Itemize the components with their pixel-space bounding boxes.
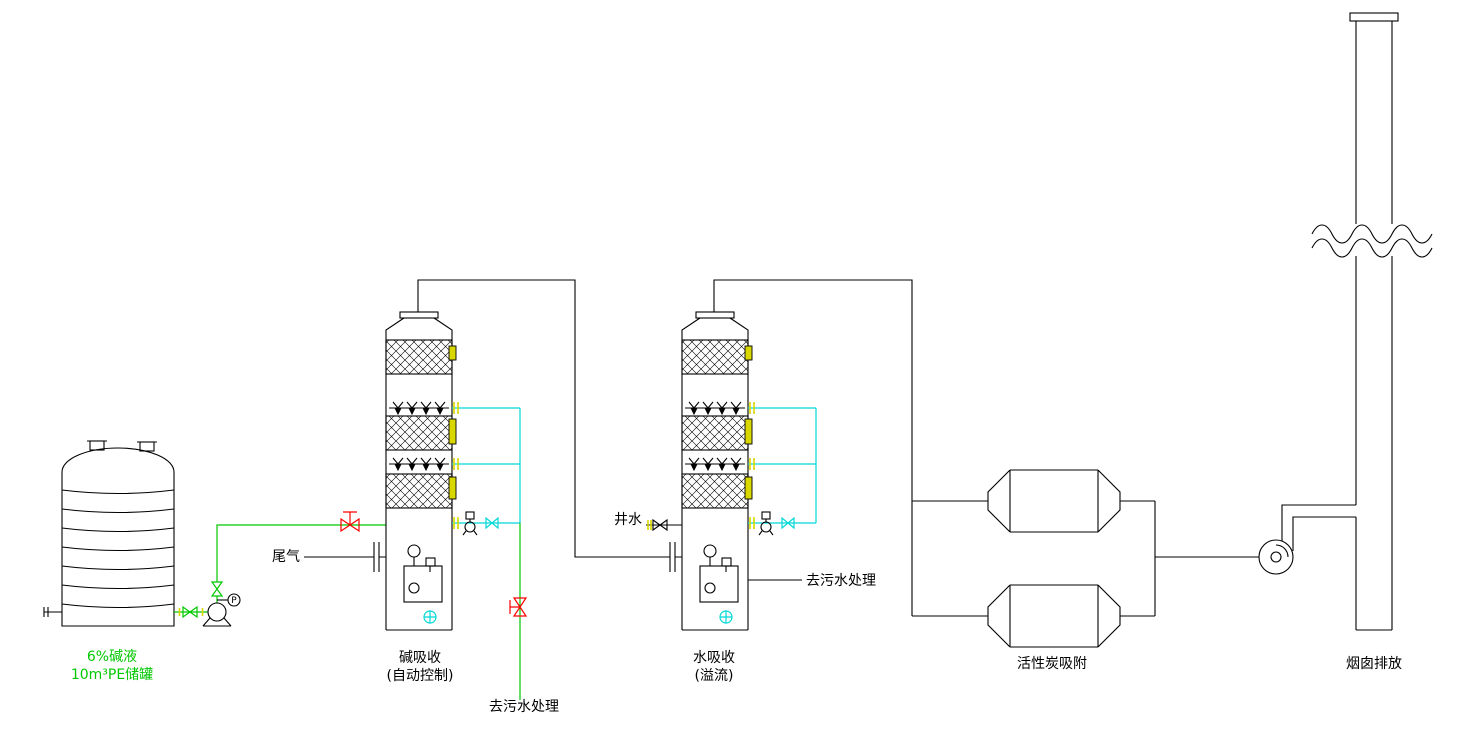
tank-side-stub xyxy=(43,607,62,617)
gauge-letter: P xyxy=(231,596,237,606)
tank-ribs xyxy=(61,489,175,609)
exhaust-fan xyxy=(1258,504,1356,575)
alkali-scrubber-tower xyxy=(373,311,457,631)
well-water-inlet: 井水 xyxy=(614,512,682,532)
fan-discharge-duct xyxy=(1281,504,1356,551)
alkali-feed-line xyxy=(174,524,386,613)
tower2-label-mode: (溢流) xyxy=(695,668,734,684)
valve-flange-ticks xyxy=(647,520,652,530)
gas-duct xyxy=(713,279,988,617)
adsorber-vessel xyxy=(987,584,1121,648)
chimney-label: 烟囱排放 xyxy=(1346,656,1402,672)
tower2-label-name: 水吸收 xyxy=(693,650,735,666)
overflow-line: 去污水处理 xyxy=(748,573,876,589)
tank-shell xyxy=(61,447,175,627)
carbon-label: 活性炭吸附 xyxy=(1017,656,1087,672)
fan-casing xyxy=(1258,539,1294,575)
chimney-walls xyxy=(1355,21,1393,631)
tail-gas-inlet: 尾气 xyxy=(272,549,374,565)
chimney xyxy=(1349,12,1399,631)
fan-hub xyxy=(1270,551,1282,563)
tank-label-line1: 6%碱液 xyxy=(87,649,137,665)
valve-body xyxy=(509,597,528,617)
chimney-top-flange xyxy=(1349,12,1399,22)
well-water-valve xyxy=(652,518,668,532)
tower-body xyxy=(373,311,457,631)
storage-tank xyxy=(43,440,175,627)
tank-nozzle xyxy=(139,441,155,452)
feed-control-valve xyxy=(340,511,360,533)
manifold-pipe xyxy=(1120,500,1259,617)
gas-duct-tower2-carbon xyxy=(713,279,988,617)
recirculation-loop xyxy=(747,401,817,536)
tail-gas-label: 尾气 xyxy=(272,549,300,565)
well-water-label: 井水 xyxy=(614,512,642,528)
alkali-tower-recirculation xyxy=(451,401,521,536)
break-wave xyxy=(1311,238,1433,258)
tower1-label-name: 碱吸收 xyxy=(399,650,441,666)
activated-carbon-adsorber-2 xyxy=(987,584,1121,648)
gas-duct-tower1-tower2 xyxy=(417,279,670,558)
valve-body xyxy=(340,511,360,533)
tower-body xyxy=(669,311,753,631)
pressure-gauge: P xyxy=(217,593,241,607)
valve-body xyxy=(210,581,224,597)
overflow-label: 去污水处理 xyxy=(806,573,876,589)
gas-duct xyxy=(417,279,670,558)
water-scrubber-tower xyxy=(669,311,753,631)
alkali-feed-pipe xyxy=(174,524,386,613)
activated-carbon-adsorber-1 xyxy=(987,469,1121,533)
tower1-label-mode: (自动控制) xyxy=(387,668,454,684)
feed-pump xyxy=(202,602,232,627)
gauge-dial xyxy=(227,593,241,607)
fan-volute xyxy=(1275,544,1289,558)
adsorber-vessel xyxy=(987,469,1121,533)
pump-discharge-valve xyxy=(210,581,224,597)
drain-valve xyxy=(509,597,528,617)
water-tower-recirculation xyxy=(747,401,817,536)
drain-bottom-label: 去污水处理 xyxy=(489,699,559,715)
carbon-outlet-manifold xyxy=(1120,500,1259,617)
break-wave xyxy=(1311,224,1433,244)
recirculation-loop xyxy=(451,401,521,536)
valve-flange-ticks xyxy=(178,608,204,616)
valve-body xyxy=(182,605,198,619)
tank-outlet-valve xyxy=(178,605,204,619)
pump-base xyxy=(202,617,232,627)
pump-casing xyxy=(207,602,227,622)
tank-label-line2: 10m³PE储罐 xyxy=(71,667,153,683)
pipe-break-symbol xyxy=(1311,224,1433,258)
